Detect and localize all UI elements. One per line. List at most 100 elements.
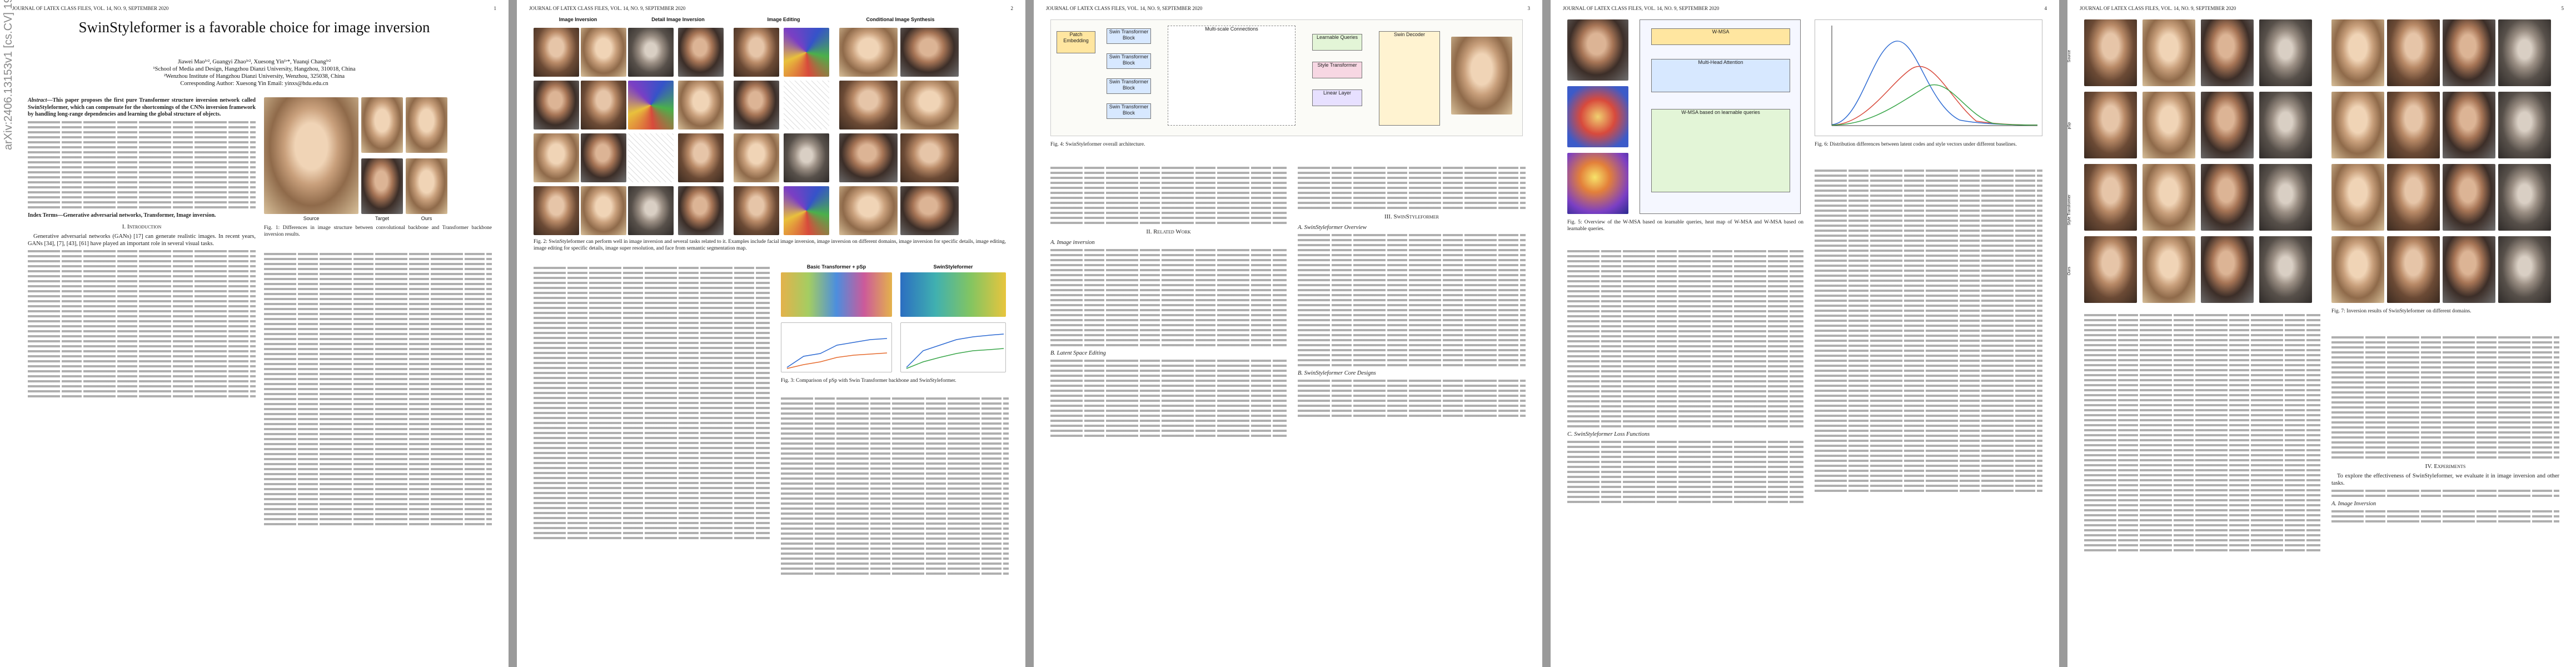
fig4-swin-block-2: Swin Transformer Block [1107,53,1151,69]
page-number: 1 [494,6,497,11]
right-column: III. SwinStyleformer A. SwinStyleformer … [1298,164,1526,653]
section-heading: I. Introduction [122,223,162,230]
fig4-learnable-queries: Learnable Queries [1312,34,1362,51]
fig4-swin-decoder: Swin Decoder [1379,31,1440,126]
fig2-thumbnail [839,186,898,235]
subsection-heading: B. Latent Space Editing [1050,350,1106,356]
fig2-thumbnail [839,28,898,77]
page-number: 3 [1527,6,1531,11]
fig1-source-photo [264,97,358,214]
fig3-attention-map-right [900,272,1006,317]
fig7-thumbnail [2142,164,2195,231]
fig3-attention-map-left [781,272,892,317]
fig2-thumbnail [628,28,674,77]
page-number: 2 [1010,6,1014,11]
fig3-plot-right [900,322,1006,372]
section-heading: III. SwinStyleformer [1384,213,1439,220]
fig3-head-right: SwinStyleformer [933,264,973,270]
fig7-thumbnail [2443,92,2495,158]
page-header: JOURNAL OF LATEX CLASS FILES, VOL. 14, N… [1046,6,1530,11]
fig1-label-ours: Ours [421,216,432,221]
page-1: JOURNAL OF LATEX CLASS FILES, VOL. 14, N… [0,0,509,667]
fig2-thumbnail [534,186,579,235]
corresponding-author: Corresponding Author: Xuesong Yin Email:… [180,81,328,87]
fig7-thumbnail [2331,164,2384,231]
fig4-multiscale-connections: Multi-scale Connections [1168,26,1296,126]
fig7-thumbnail [2201,19,2254,86]
fig4-multiscale-label: Multi-scale Connections [1205,26,1258,32]
fig4-swin-block-4: Swin Transformer Block [1107,103,1151,119]
fig2-thumbnail [581,133,626,182]
fig1-label-source: Source [303,216,320,221]
section-heading: IV. Experiments [2425,463,2466,470]
left-column [2084,311,2320,653]
fig7-row-label: pSp [2067,122,2071,130]
fig7-thumbnail [2331,236,2384,303]
fig2-head-detail: Detail Image Inversion [651,17,705,22]
fig7-thumbnail [2443,19,2495,86]
fig5-heatmap-wmsa [1567,86,1628,147]
fig4-swin-block-3: Swin Transformer Block [1107,78,1151,94]
page-header: JOURNAL OF LATEX CLASS FILES, VOL. 14, N… [1563,6,2047,11]
journal-header: JOURNAL OF LATEX CLASS FILES, VOL. 14, N… [12,6,169,11]
fig7-thumbnail [2142,92,2195,158]
left-column: C. SwinStyleformer Loss Functions [1567,247,1803,653]
subsection-heading: A. SwinStyleformer Overview [1298,225,1367,231]
fig7-thumbnail [2331,92,2384,158]
fig7-thumbnail [2201,236,2254,303]
fig5-wmsa-box: W-MSA [1651,28,1790,45]
page-header: JOURNAL OF LATEX CLASS FILES, VOL. 14, N… [12,6,496,11]
fig6-caption: Fig. 6: Distribution differences between… [1815,142,2017,147]
fig7-row-label: Style Transformer [2067,195,2071,226]
fig1-target-photo [406,97,447,153]
arxiv-identifier: arXiv:2406.13153v1 [cs.CV] 19 Jun 2024 [2,0,14,150]
journal-header: JOURNAL OF LATEX CLASS FILES, VOL. 14, N… [2080,6,2236,11]
journal-header: JOURNAL OF LATEX CLASS FILES, VOL. 14, N… [1046,6,1203,11]
fig7-thumbnail [2084,236,2137,303]
fig1-style-transformer-photo [361,158,403,214]
fig5-mha-box: Multi-Head Attention [1651,59,1790,92]
fig6-distribution-plot [1815,19,2042,136]
fig2-head-inversion: Image Inversion [559,17,597,22]
fig2-thumbnail [900,81,959,130]
fig7-thumbnail [2498,92,2551,158]
fig1-ours-photo [406,158,447,214]
left-column: II. Related Work A. Image inversion B. L… [1050,164,1287,653]
fig7-thumbnail [2201,164,2254,231]
fig7-thumbnail [2084,164,2137,231]
abstract: Abstract—This paper proposes the first p… [28,97,256,117]
fig7-thumbnail [2259,164,2312,231]
fig7-caption: Fig. 7: Inversion results of SwinStylefo… [2331,308,2472,314]
fig7-thumbnail [2498,164,2551,231]
affiliation-1: ¹School of Media and Design, Hangzhou Di… [153,66,356,72]
fig2-thumbnail [900,186,959,235]
fig2-head-synthesis: Conditional Image Synthesis [866,17,935,22]
fig7-thumbnail [2201,92,2254,158]
fig2-thumbnail [784,28,829,77]
experiments-paragraph: To explore the effectiveness of SwinStyl… [2331,473,2559,486]
right-column [1815,167,2042,653]
fig4-style-transformer: Style Transformer [1312,62,1362,78]
journal-header: JOURNAL OF LATEX CLASS FILES, VOL. 14, N… [1563,6,1720,11]
authors: Jiawei Mao¹ʳ², Guangyi Zhao¹ʳ², Xuesong … [177,59,331,65]
fig5-caption: Fig. 5: Overview of the W-MSA based on l… [1567,220,1803,232]
fig7-thumbnail [2259,19,2312,86]
fig7-thumbnail [2443,236,2495,303]
fig7-row-label: Source [2067,50,2071,63]
fig2-thumbnail [678,28,724,77]
author-block: Jiawei Mao¹ʳ², Guangyi Zhao¹ʳ², Xuesong … [22,58,486,87]
fig2-thumbnail [534,28,579,77]
fig2-head-editing: Image Editing [767,17,800,22]
subsection-heading: B. SwinStyleformer Core Designs [1298,370,1376,376]
fig7-thumbnail [2259,92,2312,158]
left-column: Abstract—This paper proposes the first p… [28,97,256,653]
fig7-thumbnail [2387,164,2440,231]
fig1-label-target: Target [375,216,389,221]
fig7-thumbnail [2142,236,2195,303]
fig2-thumbnail [581,81,626,130]
fig2-thumbnail [784,133,829,182]
fig2-thumbnail [678,81,724,130]
fig7-row-label: Ours [2067,267,2071,276]
fig7-thumbnail [2498,19,2551,86]
